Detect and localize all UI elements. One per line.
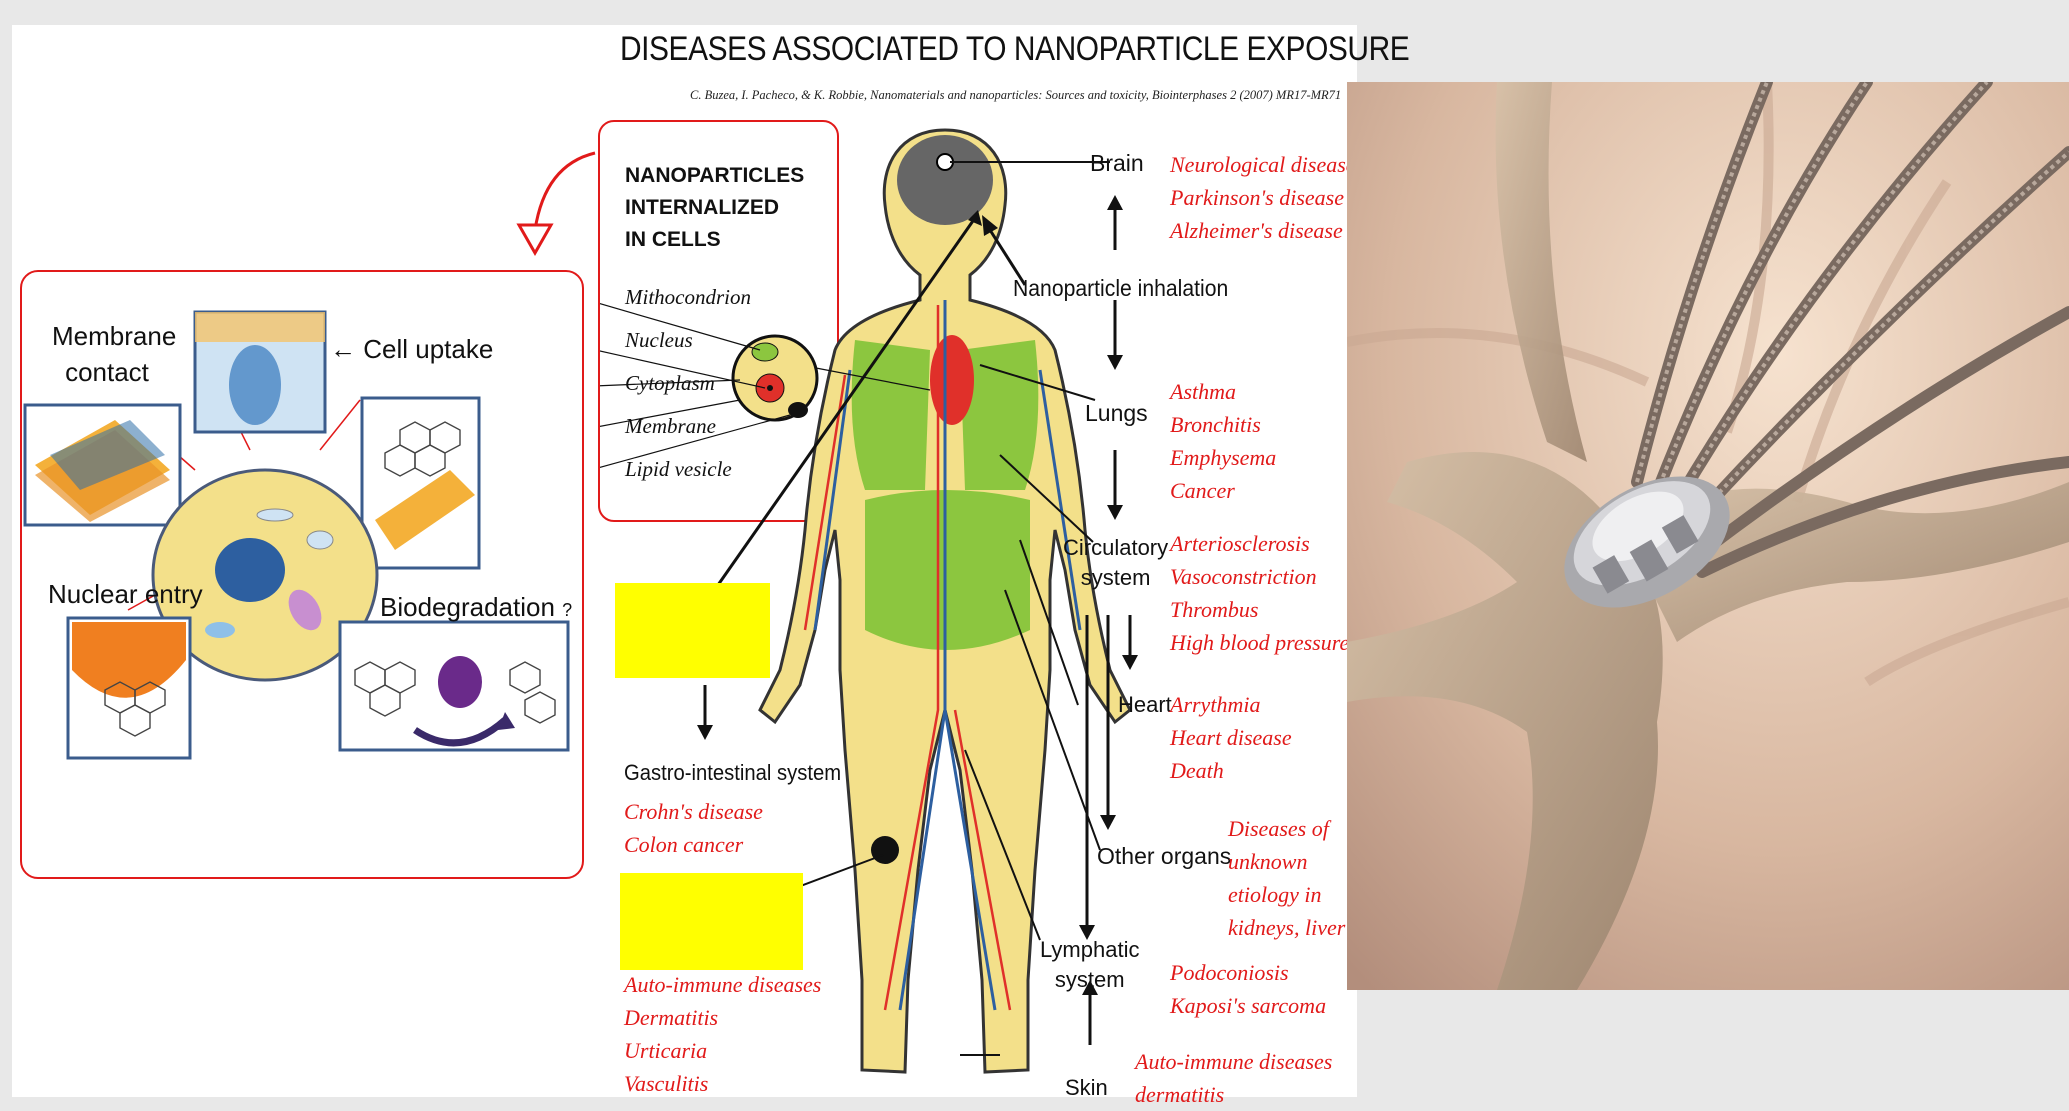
disease-item: etiology in	[1228, 878, 1345, 911]
disease-item: Alzheimer's disease	[1170, 214, 1371, 247]
nuclear-entry-image	[68, 618, 190, 758]
organ-circulatory-line1: Circulatory	[1063, 533, 1168, 563]
membrane-contact-line2: contact	[52, 358, 162, 388]
biodegradation-question: ?	[562, 600, 572, 620]
disease-item: Emphysema	[1170, 441, 1276, 474]
disease-item: Heart disease	[1170, 721, 1292, 754]
disease-item: dermatitis	[1135, 1078, 1332, 1111]
diseases-gi: Crohn's disease Colon cancer	[624, 795, 763, 861]
disease-item: kidneys, liver	[1228, 911, 1345, 944]
left-arrow-icon: ←	[330, 334, 363, 364]
disease-item: Neurological diseases:	[1170, 148, 1371, 181]
disease-item: Parkinson's disease	[1170, 181, 1371, 214]
disease-item: Thrombus	[1170, 593, 1349, 626]
cell-uptake-image	[195, 312, 325, 432]
diseases-other: Diseases of unknown etiology in kidneys,…	[1228, 812, 1345, 944]
diseases-heart: Arrythmia Heart disease Death	[1170, 688, 1292, 787]
disease-item: Kaposi's sarcoma	[1170, 989, 1326, 1022]
membrane-contact-image	[25, 405, 180, 525]
disease-item: unknown	[1228, 845, 1345, 878]
disease-item: Vasoconstriction	[1170, 560, 1349, 593]
graphene-membrane-image	[362, 398, 479, 568]
nuclear-entry-label: Nuclear entry	[48, 580, 203, 610]
disease-item: Cancer	[1170, 474, 1276, 507]
diseases-skin: Auto-immune diseases dermatitis	[1135, 1045, 1332, 1111]
nanobot-neuron-image	[1347, 82, 2069, 990]
membrane-contact-line1: Membrane	[52, 322, 162, 352]
organ-lymphatic-line1: Lymphatic	[1040, 935, 1139, 965]
disease-item: Auto-immune diseases	[624, 968, 821, 1001]
disease-item: Death	[1170, 754, 1292, 787]
highlight-box-skin-contact	[620, 873, 803, 970]
disease-item: High blood pressure	[1170, 626, 1349, 659]
organ-circulatory-line2: system	[1063, 563, 1168, 593]
organ-brain: Brain	[1090, 150, 1144, 176]
organ-inhalation: Nanoparticle inhalation	[1013, 275, 1228, 301]
highlight-box-ingestion	[615, 583, 770, 678]
disease-item: Arrythmia	[1170, 688, 1292, 721]
citation: C. Buzea, I. Pacheco, & K. Robbie, Nanom…	[690, 88, 1341, 103]
diseases-circulatory: Arteriosclerosis Vasoconstriction Thromb…	[1170, 527, 1349, 659]
cell-uptake-label: ← Cell uptake	[330, 335, 493, 365]
diseases-joint: Auto-immune diseases Dermatitis Urticari…	[624, 968, 821, 1100]
diseases-brain: Neurological diseases: Parkinson's disea…	[1170, 148, 1371, 247]
disease-item: Crohn's disease	[624, 795, 763, 828]
biodegradation-text: Biodegradation	[380, 592, 555, 622]
disease-item: Colon cancer	[624, 828, 763, 861]
biodegradation-label: Biodegradation ?	[380, 593, 572, 623]
diagram-title: DISEASES ASSOCIATED TO NANOPARTICLE EXPO…	[620, 30, 1409, 69]
membrane-contact-label: Membrane contact	[52, 322, 162, 388]
disease-item: Arteriosclerosis	[1170, 527, 1349, 560]
disease-item: Dermatitis	[624, 1001, 821, 1034]
organ-gi: Gastro-intestinal system	[624, 760, 841, 785]
disease-item: Auto-immune diseases	[1135, 1045, 1332, 1078]
disease-item: Bronchitis	[1170, 408, 1276, 441]
disease-item: Vasculitis	[624, 1067, 821, 1100]
organ-other: Other organs	[1097, 843, 1231, 869]
organ-circulatory: Circulatory system	[1063, 533, 1168, 593]
organ-lungs: Lungs	[1085, 400, 1148, 426]
disease-item: Podoconiosis	[1170, 956, 1326, 989]
disease-item: Diseases of	[1228, 812, 1345, 845]
disease-item: Urticaria	[624, 1034, 821, 1067]
cell-uptake-text: Cell uptake	[363, 334, 493, 364]
disease-item: Asthma	[1170, 375, 1276, 408]
biodegradation-image	[340, 622, 568, 750]
diseases-lungs: Asthma Bronchitis Emphysema Cancer	[1170, 375, 1276, 507]
organ-lymphatic: Lymphatic system	[1040, 935, 1139, 995]
organ-heart: Heart	[1118, 692, 1172, 717]
link-arrow	[505, 145, 605, 265]
organ-lymphatic-line2: system	[1040, 965, 1139, 995]
diseases-lymphatic: Podoconiosis Kaposi's sarcoma	[1170, 956, 1326, 1022]
